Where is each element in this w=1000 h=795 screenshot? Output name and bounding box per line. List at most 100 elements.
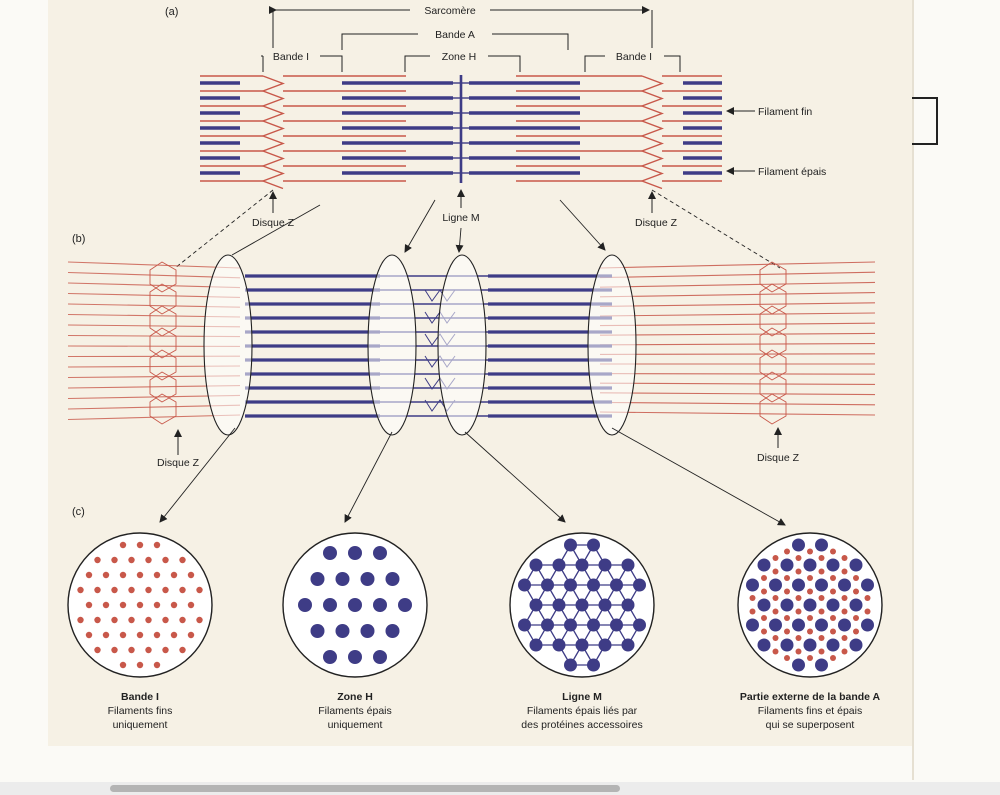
margin-bracket — [912, 97, 938, 145]
thick-filament-dot — [529, 558, 543, 572]
section-title: Partie externe de la bande A — [740, 691, 881, 703]
z-disc-lattice — [149, 371, 177, 403]
thin-filament-dot — [119, 571, 127, 579]
thick-filament-dot — [348, 546, 362, 560]
thin-filament-dot — [784, 548, 790, 555]
thin-filament-dot — [818, 648, 825, 655]
z-disc-lattice — [759, 283, 787, 315]
section-caption: uniquement — [113, 719, 168, 731]
thin-filament-dot — [187, 571, 195, 579]
z-disc — [261, 75, 285, 190]
thick-filament-dot — [385, 572, 400, 586]
thin-filament-dot — [841, 555, 848, 561]
thin-filament-dot — [136, 631, 144, 639]
thin-filament-dot — [772, 608, 779, 615]
thin-filament — [599, 411, 876, 416]
horizontal-scrollbar[interactable] — [0, 782, 1000, 795]
disque-z-b-right-label: Disque Z — [757, 452, 800, 464]
dimension-lines — [261, 6, 681, 72]
thick-filament-dot — [360, 572, 375, 586]
thick-filament-dot — [564, 578, 577, 592]
thin-filament-dot — [807, 588, 813, 595]
thick-filament-dot — [861, 578, 874, 592]
thin-filament-dot — [853, 615, 859, 621]
thick-filament-dot — [792, 618, 805, 632]
panel-a-filaments — [200, 75, 722, 190]
thin-filament-dot — [830, 575, 836, 581]
thin-filament-dot — [102, 571, 110, 579]
thin-filament-dot — [772, 568, 779, 575]
thick-filament-dot — [587, 538, 600, 552]
z-disc-right — [587, 254, 637, 436]
thin-filament-dot — [818, 608, 825, 615]
thin-filament-dot — [187, 631, 195, 639]
thin-filament-dot — [795, 555, 802, 561]
section-arrows — [159, 427, 786, 526]
thin-filament-dot — [77, 586, 84, 594]
thick-filament-dot — [838, 578, 851, 592]
thick-filament-dot — [746, 618, 759, 632]
cross-sections — [67, 532, 883, 678]
section-caption: des protéines accessoires — [521, 719, 642, 731]
thick-filament-dot — [360, 624, 375, 638]
thin-filament-dot — [162, 586, 169, 594]
thick-filament-dot — [792, 658, 805, 672]
thin-filament-dot — [136, 661, 144, 669]
thin-filament — [599, 281, 876, 288]
thick-filament-dot — [518, 578, 531, 592]
thin-filament-dot — [136, 601, 144, 609]
thin-filament-dot — [853, 588, 859, 595]
thin-filament-dot — [111, 646, 118, 654]
thick-filament-dot — [518, 618, 531, 632]
scrollbar-thumb[interactable] — [110, 785, 620, 792]
thin-filament-dot — [784, 615, 790, 621]
thin-filament-dot — [153, 541, 161, 549]
thin-filament-dot — [761, 628, 767, 635]
thin-filament-dot — [761, 615, 767, 621]
thin-filament-dot — [818, 595, 825, 601]
thin-filament-dot — [853, 628, 859, 635]
thin-filament-dot — [145, 556, 152, 564]
thin-filament — [599, 261, 876, 269]
z-disc-lattice — [149, 261, 177, 293]
thin-filament-dot — [102, 631, 110, 639]
thin-filament-dot — [170, 601, 178, 609]
thin-filament-dot — [94, 616, 101, 624]
z-disc-lattice — [149, 327, 177, 359]
m-line-disc — [437, 254, 487, 436]
thin-filament-dot — [795, 595, 802, 601]
panel-b-label: (b) — [72, 233, 85, 245]
thick-filament-dot — [323, 546, 337, 560]
thick-filament-dot — [815, 618, 828, 632]
thin-filament-dot — [128, 586, 135, 594]
cross-section-captions: Bande I Filaments fins uniquement Zone H… — [108, 691, 881, 731]
thin-filament-dot — [749, 595, 756, 601]
thick-filament-dot — [587, 658, 600, 672]
thick-filament-dot — [335, 624, 350, 638]
z-disc-left — [203, 254, 253, 436]
thin-filament-dot — [119, 661, 127, 669]
thick-filament-dot — [861, 618, 874, 632]
bande-i-right-label: Bande I — [616, 51, 652, 63]
thin-filament-dot — [145, 616, 152, 624]
z-disc-lattice — [149, 393, 177, 425]
thin-filament-dot — [119, 631, 127, 639]
thick-filament-dot — [552, 558, 566, 572]
thin-filament — [599, 343, 876, 346]
thick-filament-dot — [757, 558, 771, 572]
thick-filament-dot — [803, 558, 817, 572]
z-disc-lattice — [149, 305, 177, 337]
thin-filament-dot — [772, 595, 779, 601]
thick-filament-dot — [769, 578, 782, 592]
panel-c-label: (c) — [72, 506, 85, 518]
thin-filament-dot — [179, 646, 186, 654]
thin-filament-dot — [136, 571, 144, 579]
thin-filament — [599, 373, 876, 375]
thick-filament-dot — [564, 618, 577, 632]
thin-filament-dot — [179, 616, 186, 624]
thin-filament-dot — [162, 646, 169, 654]
zone-h-label: Zone H — [442, 51, 476, 63]
z-disc-lattice — [759, 261, 787, 293]
disque-z-a-right-label: Disque Z — [635, 217, 678, 229]
